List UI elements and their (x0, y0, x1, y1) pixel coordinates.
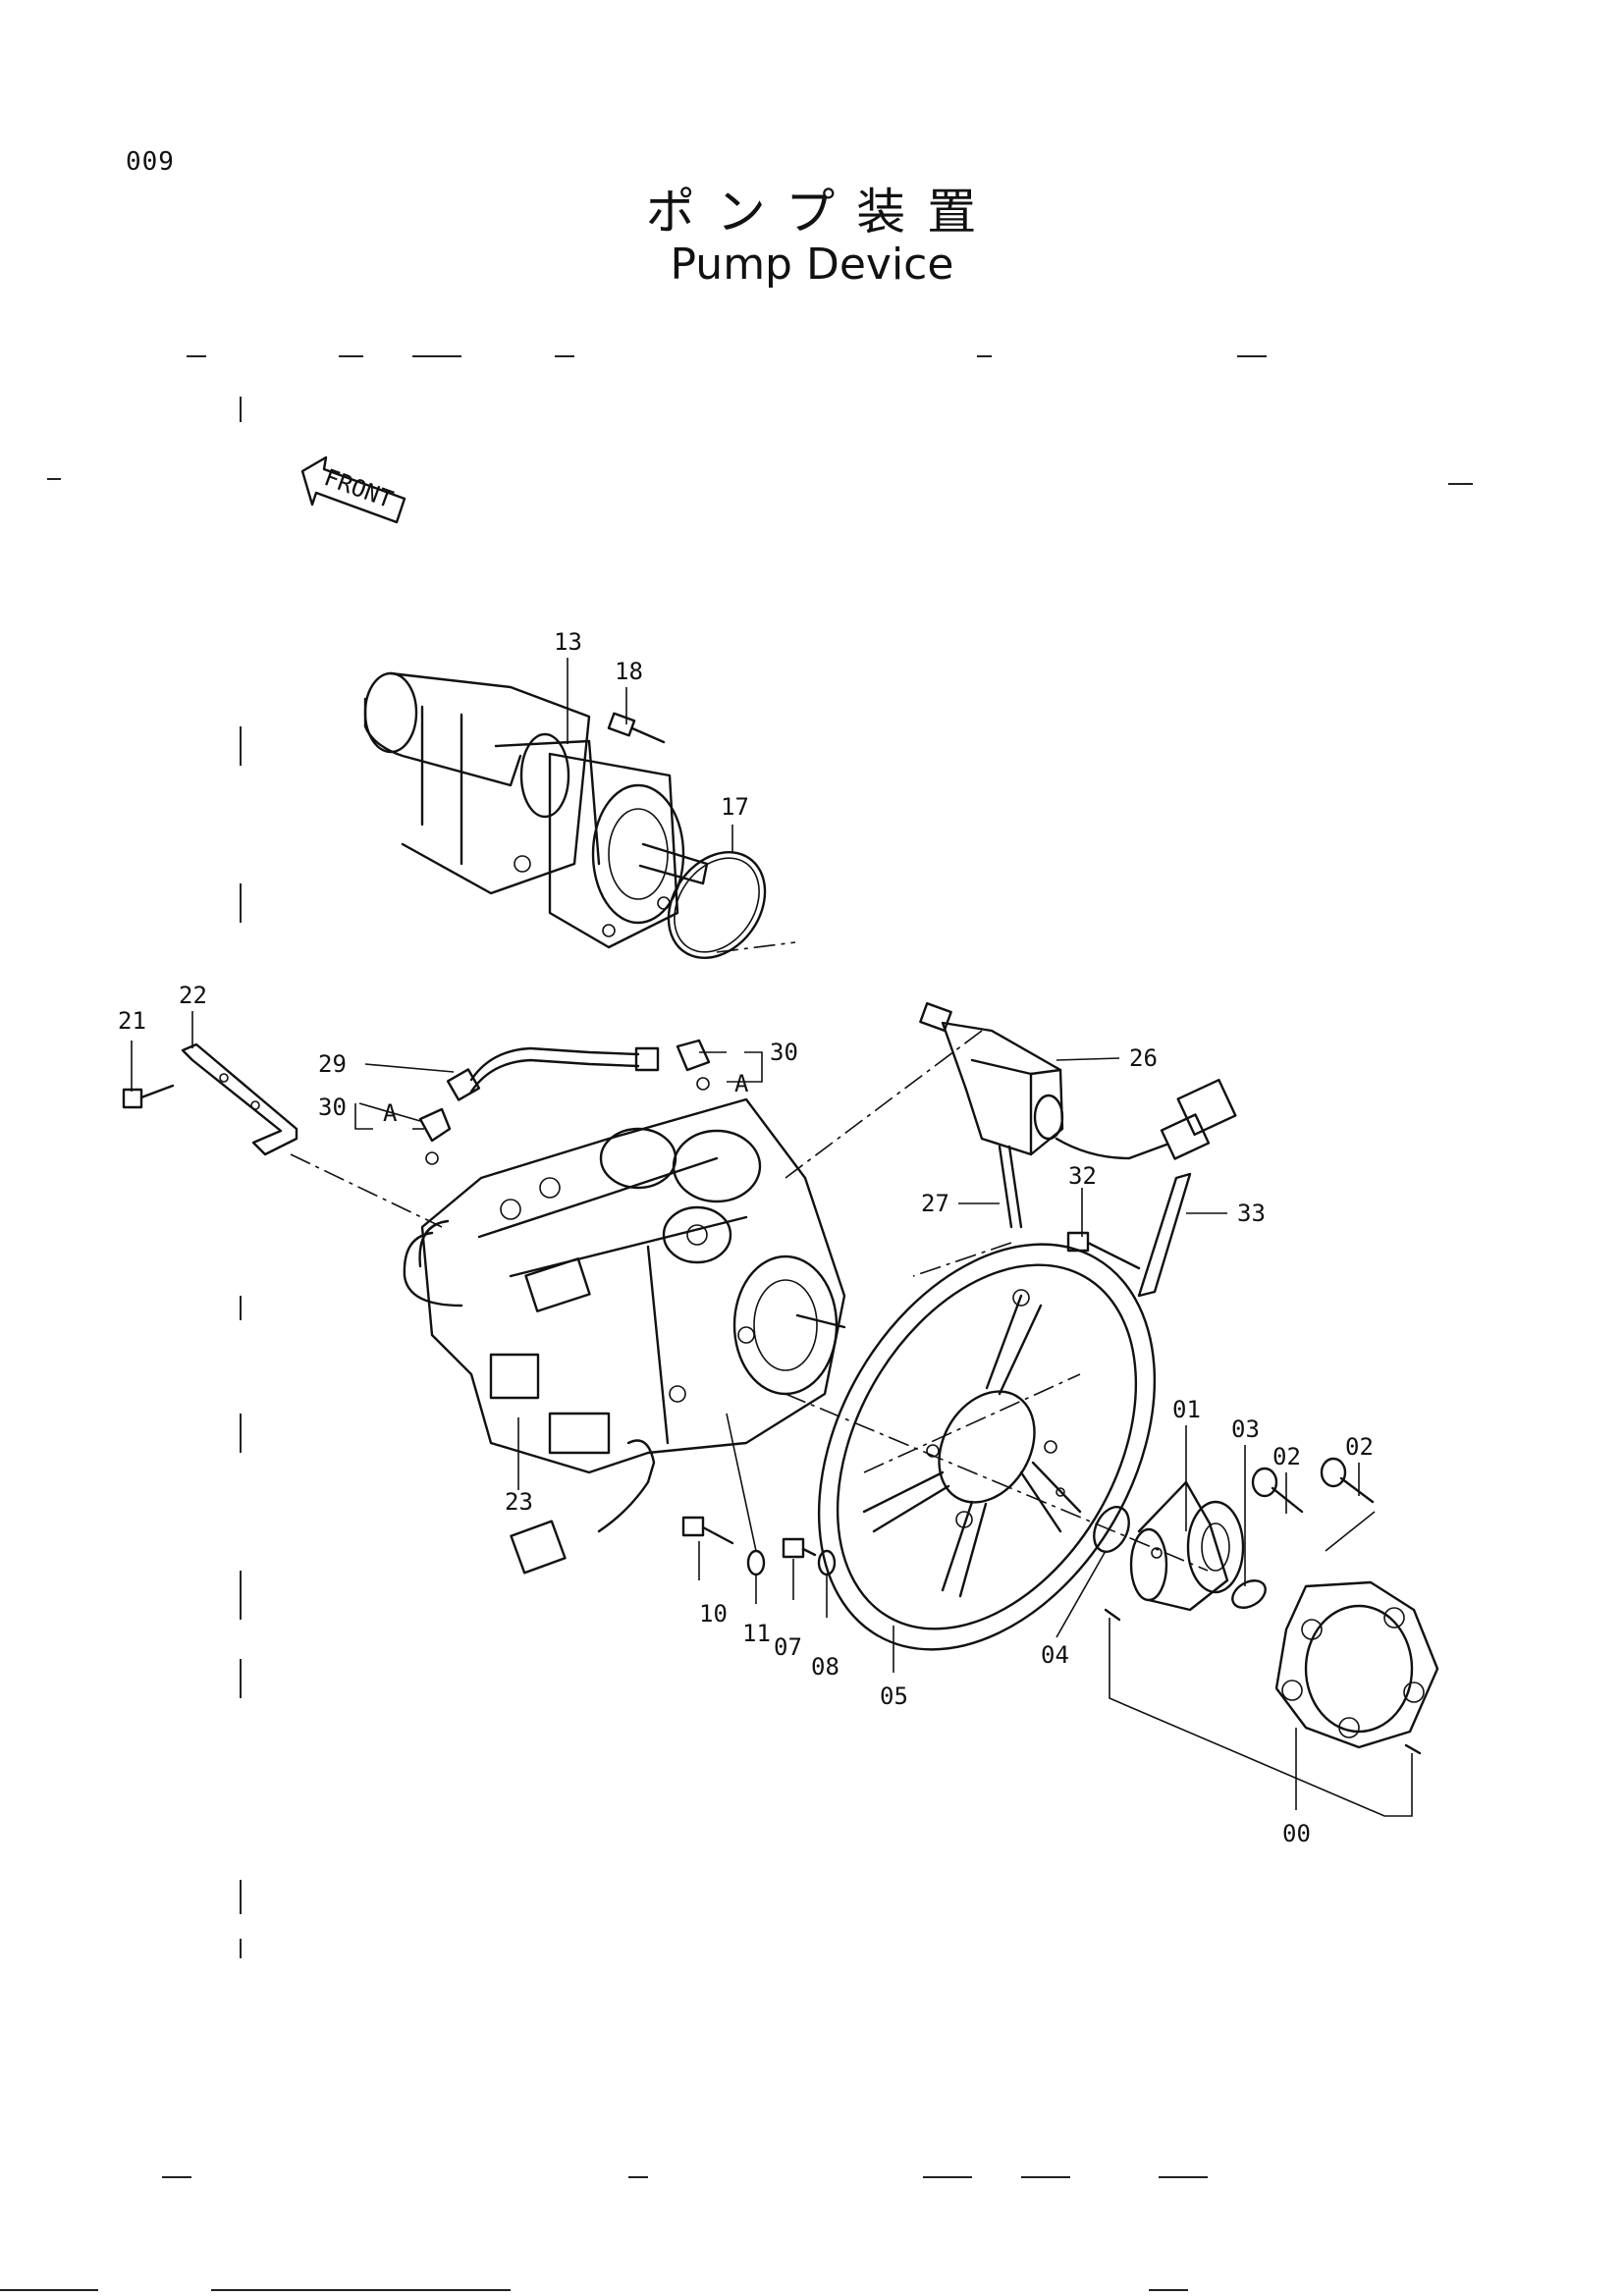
callout-21: 21 (118, 1007, 146, 1035)
callout-32: 32 (1068, 1162, 1097, 1190)
callout-18: 18 (615, 658, 643, 685)
callout-29: 29 (318, 1050, 347, 1078)
adapter-30-left (418, 1107, 452, 1165)
callout-27: 27 (921, 1190, 949, 1217)
callout-17: 17 (721, 793, 749, 821)
callout-07: 07 (774, 1633, 802, 1661)
callout-00: 00 (1282, 1820, 1311, 1847)
detail-marker-a-right: A (734, 1070, 749, 1097)
callout-01: 01 (1172, 1396, 1201, 1423)
callout-30-left: 30 (318, 1094, 347, 1121)
front-label: FRONT (321, 463, 397, 513)
callout-08: 08 (811, 1653, 839, 1681)
bolt-02-right (1320, 1457, 1375, 1504)
hose-29 (469, 1046, 640, 1082)
callout-03: 03 (1231, 1415, 1260, 1443)
leader-lines (131, 658, 1413, 1817)
plate-33 (1137, 1172, 1192, 1298)
callout-02-left: 02 (1272, 1443, 1301, 1470)
detail-marker-a-left: A (383, 1099, 398, 1127)
coupling-00 (1104, 1580, 1439, 1755)
hub-01 (1129, 1480, 1245, 1612)
bolt-27 (998, 1145, 1013, 1229)
main-pump-23 (403, 1097, 846, 1575)
o-ring-04 (1093, 1506, 1130, 1553)
callout-26: 26 (1129, 1044, 1158, 1072)
front-direction-arrow: FRONT (300, 455, 406, 524)
flywheel-housing-05 (817, 1243, 1157, 1651)
callout-11: 11 (742, 1620, 771, 1647)
assembly-lines (290, 941, 1209, 1572)
page-title-english: Pump Device (670, 240, 954, 290)
bolt-18 (607, 712, 666, 744)
callout-02-right: 02 (1345, 1433, 1374, 1461)
callout-13: 13 (554, 628, 582, 656)
washer-03 (1231, 1579, 1267, 1609)
solenoid-valve-26 (919, 1001, 1237, 1160)
page-number: 009 (126, 147, 175, 177)
o-ring-17 (667, 851, 767, 959)
callout-04: 04 (1041, 1641, 1069, 1669)
gear-pump-13 (363, 671, 709, 949)
callout-10: 10 (699, 1600, 728, 1628)
bolt-21 (122, 1084, 175, 1109)
bolt-07 (782, 1537, 817, 1559)
callout-05: 05 (880, 1682, 908, 1710)
callout-33: 33 (1237, 1200, 1266, 1227)
adapter-30-right (676, 1039, 711, 1091)
callout-23: 23 (505, 1488, 533, 1516)
callout-labels: 13 18 17 22 21 29 30 30 26 27 32 33 01 0… (118, 628, 1374, 1847)
bracket-22 (181, 1042, 298, 1156)
scan-edge-marks (0, 355, 1473, 2291)
bolt-10 (681, 1516, 734, 1545)
callout-30-right: 30 (770, 1039, 798, 1066)
callout-22: 22 (179, 982, 207, 1009)
page-title-japanese: ポンプ装置 (645, 184, 999, 240)
bolt-02-left (1251, 1467, 1304, 1514)
washer-11 (746, 1549, 766, 1576)
